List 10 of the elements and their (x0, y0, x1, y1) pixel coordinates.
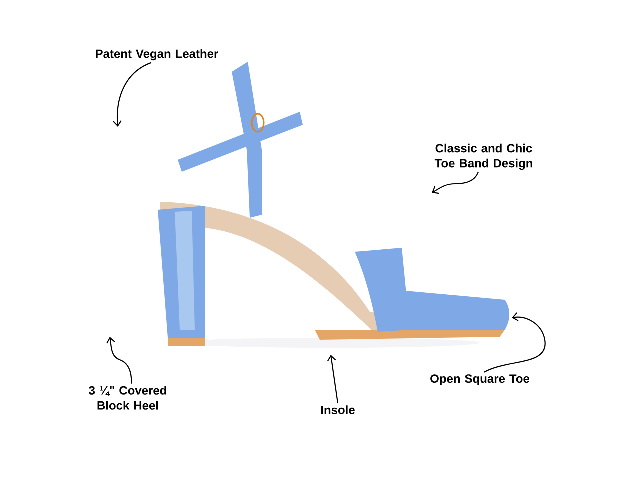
arrow (113, 62, 152, 127)
arrow (432, 172, 479, 194)
arrow (106, 337, 132, 384)
callout-label: Patent Vegan Leather (96, 49, 218, 61)
arrow (484, 312, 546, 373)
callout-label: Open Square Toe (430, 374, 530, 386)
callout-label: Insole (321, 406, 355, 414)
callout-label: 3 ¼" Covered Block Heel (89, 386, 166, 410)
callout-label: Classic and Chic Toe Band Design (434, 144, 532, 170)
arrow (327, 355, 339, 404)
